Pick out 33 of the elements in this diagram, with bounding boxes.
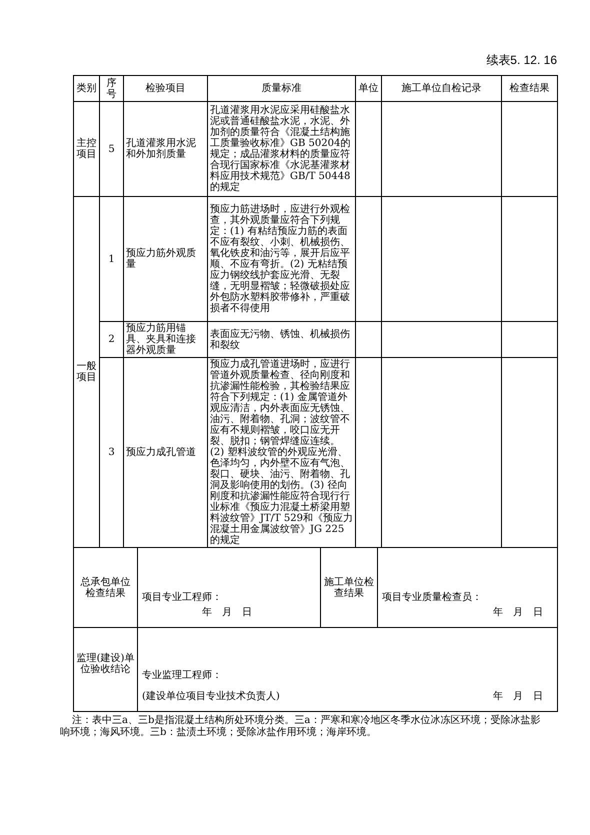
section-heading: 总承包单位检查结果 xyxy=(80,577,132,599)
row-number: 1 xyxy=(107,254,116,264)
signature-label: 项目专业工程师： xyxy=(142,592,222,603)
row-number: 5 xyxy=(107,144,116,154)
header-text: 施工单位自检记录 xyxy=(400,83,482,94)
standard-text: 预应力筋进场时，应进行外观检查，其外观质量应符合下列规定：(1) 有粘结预应力筋的表面不应有裂纹、小刺、机械损伤、氧化铁皮和油污等，展开后应平顺、不应有弯折。(2) 无粘结预应力钢绞线护套应光滑、无裂缝，无明显褶皱；轻微破损处应外包防水塑料胶带修补，严重破损者不得使用 xyxy=(210,204,351,314)
category-text: 一般项目 xyxy=(76,361,97,383)
item-name: 预应力成孔管道 xyxy=(126,447,197,458)
table-number: 续表5. 12. 16 xyxy=(486,53,557,67)
standard-text: 预应力成孔管道进场时，应进行管道外观质量检查、径向刚度和抗渗漏性能检验，其检验结果应符合下列规定：(1) 金属管道外观应清洁，内外表面应无锈蚀、油污、附着物、孔洞；波纹管不应有不规则褶皱，咬口应无开裂、脱扣；钢管焊缝应连续。(2) 塑料波纹管的外观应光滑、色泽均匀，内外壁不应有气泡、裂口、硬块、油污、附着物、孔洞及影响使用的划伤。(3) 径向刚度和抗渗漏性能应符合现行行业标准《预应力混凝土桥梁用塑料波纹管》JT/T 529和《预应力混凝土用金属波纹管》JG 225的规定 xyxy=(210,359,353,546)
header-text: 检验项目 xyxy=(144,83,186,94)
signature-note: (建设单位项目专业技术负责人) xyxy=(142,690,280,702)
header-text: 单位 xyxy=(358,83,379,94)
note-text: 注：表中三a、三b是指混凝土结构所处环境分类。三a：严寒和寒冷地区冬季水位冰冻区环境；受除冰盐影响环境；海风环境。三b：盐渍土环境；受除冰盐作用环境；海岸环境。 xyxy=(60,714,540,738)
date-label: 年 月 日 xyxy=(202,606,252,618)
section-heading: 施工单位检查结果 xyxy=(323,577,375,599)
signature-label: 项目专业质量检查员： xyxy=(382,592,482,603)
row-number: 2 xyxy=(107,334,116,345)
item-name: 孔道灌浆用水泥和外加剂质量 xyxy=(126,138,197,160)
category-text: 主控项目 xyxy=(76,138,97,160)
header-text: 类别 xyxy=(76,83,97,94)
header-text: 质量标准 xyxy=(260,83,302,94)
item-name: 预应力筋外观质量 xyxy=(126,248,197,270)
standard-text: 表面应无污物、锈蚀、机械损伤和裂纹 xyxy=(210,328,351,350)
date-label: 年 月 日 xyxy=(493,606,543,618)
signature-label: 专业监理工程师： xyxy=(142,670,222,680)
row-number: 3 xyxy=(107,447,116,458)
date-label: 年 月 日 xyxy=(493,690,543,702)
item-name: 预应力筋用锚具、夹具和连接器外观质量 xyxy=(126,323,197,356)
header-text: 序号 xyxy=(106,78,118,100)
header-text: 检查结果 xyxy=(508,83,550,94)
section-heading: 监理(建设)单位验收结论 xyxy=(76,652,135,674)
standard-text: 孔道灌浆用水泥应采用硅酸盐水泥或普通硅酸盐水泥，水泥、外加剂的质量符合《混凝土结构施工质量验收标准》GB 50204的规定；成品灌浆材料的质量应符合现行国家标准《水泥基灌浆材料应用技术规范》GB/T 50448的规定 xyxy=(210,105,352,193)
